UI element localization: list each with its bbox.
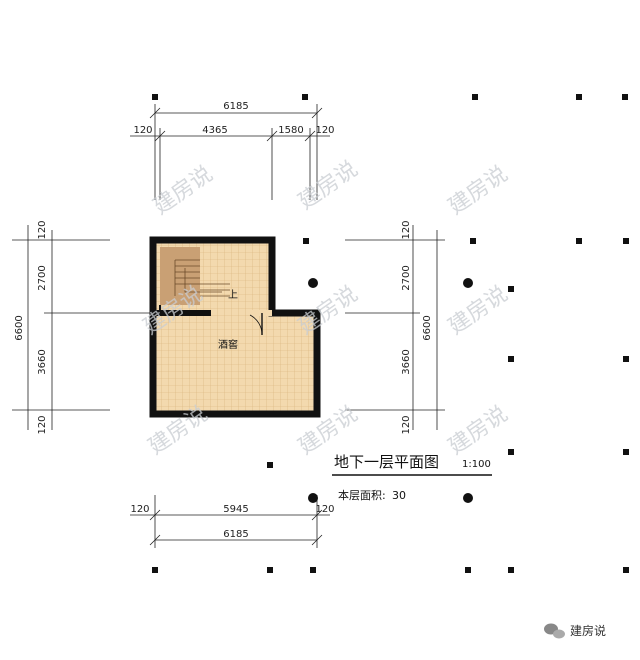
dim-right-total: 6600 [422,315,433,340]
dim-bottom-right-margin: 120 [315,504,334,515]
dim-top-total: 6185 [223,101,248,112]
watermark: 建房说 [149,162,217,220]
drawing-title: 地下一层平面图 [334,453,439,471]
bottom-dimension-lines [130,495,330,548]
watermark: 建房说 [444,162,512,220]
dim-top-seg-a: 4365 [202,125,227,136]
dim-right-seg-a: 2700 [401,265,412,290]
dim-bottom-inner: 5945 [223,504,248,515]
wechat-icon [544,623,565,639]
watermark: 建房说 [444,402,512,460]
dim-top-left-margin: 120 [133,125,152,136]
dim-right-bottom-margin: 120 [401,415,412,434]
top-dimension-lines [130,104,330,200]
cellar-door [249,310,272,336]
dim-right-top-margin: 120 [401,220,412,239]
floor-area-label: 本层面积: [338,488,386,502]
exterior-wall [149,236,321,418]
column-markers [152,94,629,573]
watermark: 建房说 [444,282,512,340]
stair-block [160,247,200,305]
title-block: 地下一层平面图 1:100 本层面积: 30 [332,453,492,502]
dim-left-seg-b: 3660 [37,349,48,374]
dim-bottom-total: 6185 [223,529,248,540]
floor-area-value: 30 [392,489,406,502]
dim-bottom-left-margin: 120 [130,504,149,515]
dim-left-top-margin: 120 [37,220,48,239]
dim-left-seg-a: 2700 [37,265,48,290]
drawing-scale: 1:100 [462,459,491,470]
brand-name: 建房说 [570,623,606,638]
dim-right-seg-b: 3660 [401,349,412,374]
stair-treads [174,259,230,297]
stair-up-label: 上 [228,289,238,301]
watermarks: 建房说 建房说 建房说 建房说 建房说 建房说 建房说 建房说 建房说 [139,157,512,460]
left-dimension-lines [12,225,150,430]
interior-wall [153,310,211,316]
dim-left-total: 6600 [14,315,25,340]
brand-mark: 建房说 [544,623,606,639]
cellar-floor-plan: 上 酒窖 [149,236,321,418]
dim-left-bottom-margin: 120 [37,415,48,434]
right-dimension-lines [345,225,445,430]
dim-top-right-margin: 120 [315,125,334,136]
dim-top-seg-b: 1580 [278,125,303,136]
room-label-wine-cellar: 酒窖 [218,338,238,351]
watermark: 建房说 [294,157,362,215]
